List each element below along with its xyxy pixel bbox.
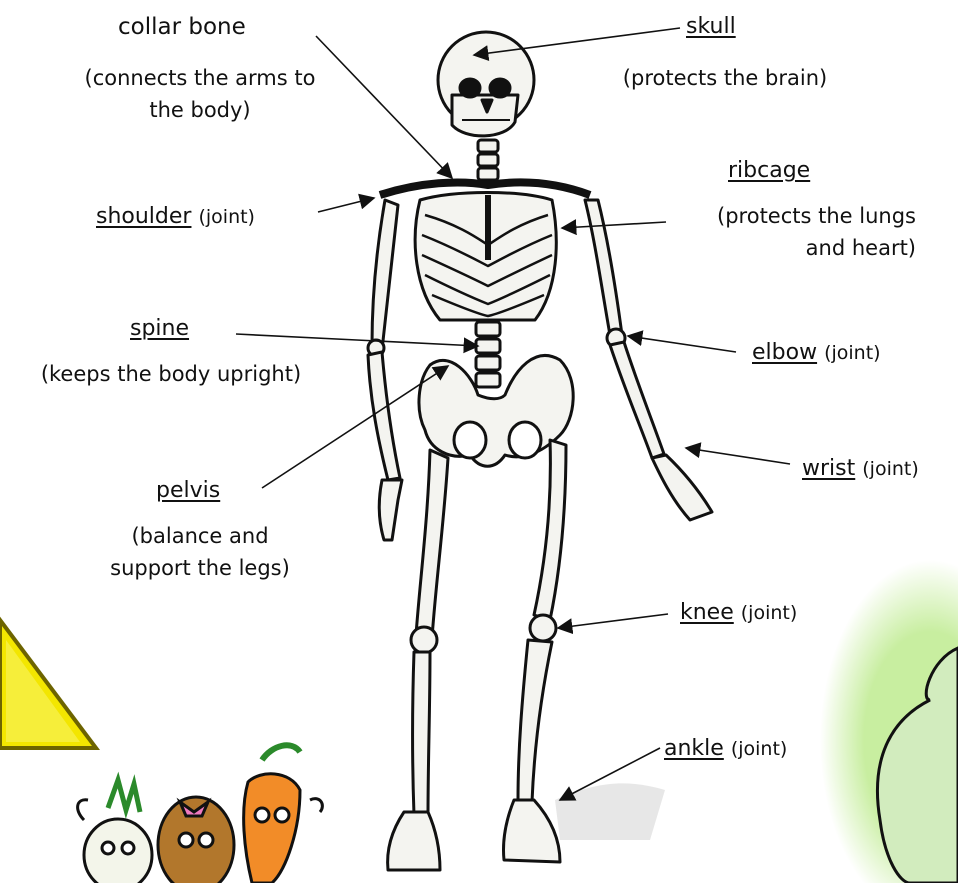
knee-note: (joint) xyxy=(741,602,798,624)
elbow-term: elbow xyxy=(752,340,817,365)
knee-label: knee (joint) xyxy=(680,598,797,628)
wrist-pointer xyxy=(686,448,790,464)
ankle-label: ankle (joint) xyxy=(664,734,787,764)
cartoon-vegetables-illustration xyxy=(78,745,323,883)
spine-description: (keeps the body upright) xyxy=(6,358,336,390)
ribcage-desc-line2: and heart) xyxy=(666,232,916,264)
ribcage-term: ribcage xyxy=(728,158,810,183)
spine-pointer xyxy=(236,334,478,346)
ankle-term: ankle xyxy=(664,736,724,761)
skull-term: skull xyxy=(686,14,736,39)
elbow-label: elbow (joint) xyxy=(752,338,881,368)
elbow-pointer xyxy=(628,336,736,352)
collar-bone-desc-line2: the body) xyxy=(50,94,350,126)
pelvis-desc-line2: support the legs) xyxy=(80,552,320,584)
skeleton-illustration xyxy=(368,32,712,870)
ribcage-label: ribcage xyxy=(728,156,810,186)
shoulder-label: shoulder (joint) xyxy=(96,202,255,232)
green-blob-shape xyxy=(820,560,958,883)
yellow-triangle-shape xyxy=(0,620,96,748)
knee-term: knee xyxy=(680,600,734,625)
collar-bone-description: (connects the arms to the body) xyxy=(50,62,350,126)
shoulder-term: shoulder xyxy=(96,204,191,229)
pelvis-term: pelvis xyxy=(156,478,220,503)
ankle-note: (joint) xyxy=(731,738,788,760)
ribcage-pointer xyxy=(562,222,666,228)
shoulder-pointer xyxy=(318,198,374,212)
pelvis-desc-line1: (balance and xyxy=(80,520,320,552)
collar-bone-term: collar bone xyxy=(118,14,246,40)
spine-label: spine xyxy=(130,314,189,344)
knee-pointer xyxy=(558,614,668,628)
wrist-term: wrist xyxy=(802,456,855,481)
collar-bone-desc-line1: (connects the arms to xyxy=(50,62,350,94)
ribcage-desc-line1: (protects the lungs xyxy=(666,200,916,232)
wrist-label: wrist (joint) xyxy=(802,454,919,484)
elbow-note: (joint) xyxy=(824,342,881,364)
pelvis-label: pelvis xyxy=(156,476,220,506)
shoulder-note: (joint) xyxy=(198,206,255,228)
skull-description: (protects the brain) xyxy=(590,62,860,94)
collar-bone-label: collar bone xyxy=(118,12,246,42)
skull-label: skull xyxy=(686,12,736,42)
spine-term: spine xyxy=(130,316,189,341)
ribcage-description: (protects the lungs and heart) xyxy=(666,200,916,264)
pelvis-description: (balance and support the legs) xyxy=(80,520,320,584)
wrist-note: (joint) xyxy=(862,458,919,480)
